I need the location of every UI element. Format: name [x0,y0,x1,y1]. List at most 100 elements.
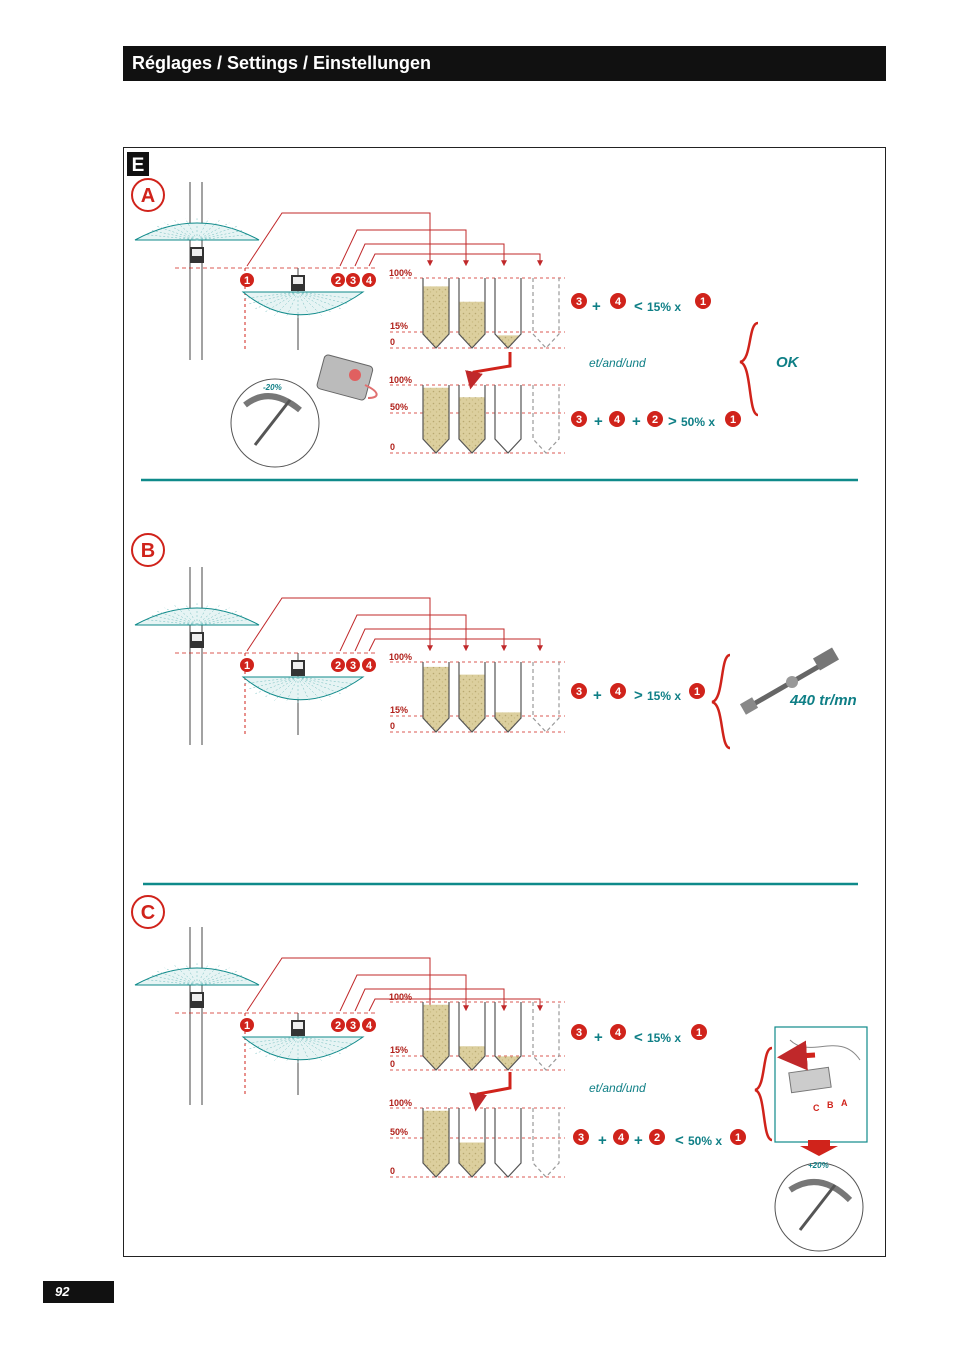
svg-text:3: 3 [350,1020,356,1032]
hopper-fill [423,1110,449,1177]
section-c-brace [754,1046,773,1142]
svg-text:>: > [668,413,677,430]
hopper [422,278,450,349]
badge-4 [362,658,376,672]
svg-text:15% x: 15% x [647,689,681,703]
level-0: 0 [390,1166,395,1176]
level-mid: 15% [390,1045,408,1055]
figure-label-badge: E [127,152,149,176]
page-number: 92 [55,1284,70,1299]
level-0: 0 [390,337,395,347]
flow-arrow [368,998,543,1012]
hopper [494,278,522,349]
svg-text:<: < [634,1029,643,1046]
header-bar: Réglages / Settings / Einstellungen [123,46,886,81]
svg-text:<: < [675,1132,684,1149]
hopper [422,1108,450,1178]
level-100: 100% [389,375,412,385]
hopper [494,662,522,733]
svg-text:>: > [634,687,643,704]
hopper-fill [459,301,485,348]
level-0: 0 [390,1059,395,1069]
svg-text:B: B [827,1100,834,1110]
section-a-result: OK [776,354,800,371]
section-c-label: C [141,902,155,924]
svg-text:3: 3 [576,296,582,308]
level-100: 100% [389,268,412,278]
section-b-badge [131,533,165,567]
badge-3 [346,1018,360,1032]
hopper [422,385,450,454]
hopper [532,385,560,454]
flow-arrow [246,212,433,267]
transfer-arrow [469,1072,512,1112]
svg-text:15% x: 15% x [647,300,681,314]
svg-text:A: A [841,1098,848,1108]
svg-text:4: 4 [366,1020,373,1032]
hopper-fill [459,397,485,453]
hopper-fill [423,666,449,732]
svg-text:2: 2 [335,1020,341,1032]
hopper-fill [459,1142,485,1177]
badge-2 [331,1018,345,1032]
hopper-fill [495,712,521,732]
svg-text:4: 4 [614,414,621,426]
hopper-fill [423,286,449,348]
section-b-brace [711,653,731,750]
level-mid: 50% [390,402,408,412]
svg-text:4: 4 [615,296,622,308]
hopper [422,662,450,733]
hopper [458,662,486,733]
svg-text:+20%: +20% [808,1161,829,1170]
hopper [532,1002,560,1071]
svg-text:+: + [632,413,641,430]
svg-text:+: + [592,298,601,315]
badge-1 [240,273,254,287]
section-c: C [131,895,165,929]
badge-4 [362,273,376,287]
level-100: 100% [389,1098,412,1108]
spread-fan [241,676,365,701]
svg-text:3: 3 [578,1132,584,1144]
section-a-connector-note: et/and/und [589,356,646,370]
level-mid: 50% [390,1127,408,1137]
level-100: 100% [389,652,412,662]
spread-fan [241,291,365,316]
hopper-fill [459,674,485,732]
hopper [458,278,486,349]
hopper-fill [423,387,449,453]
section-a-dial: -20% [230,378,320,468]
pto-shaft-image [739,647,840,715]
section-a-equation-2: 3 + 4 + 2 > 50% x 1 [571,411,741,430]
section-b: B [131,533,165,567]
level-0: 0 [390,721,395,731]
section-a-label: A [141,185,155,207]
svg-text:1: 1 [244,660,250,672]
flow-arrow [339,974,469,1012]
svg-text:1: 1 [730,414,736,426]
flow-arrow [246,597,433,652]
level-100: 100% [389,992,412,1002]
hopper [458,1108,486,1178]
svg-text:3: 3 [576,686,582,698]
badge-2 [331,273,345,287]
lever-photo: C B A [774,1026,868,1156]
svg-text:C: C [813,1103,820,1113]
section-a-equation-1: 3 + 4 < 15% x 1 [571,293,711,315]
hopper-fill [459,1046,485,1070]
hopper [532,1108,560,1178]
transfer-arrow [465,352,512,390]
figure-frame [123,147,886,1257]
section-a-brace [739,321,759,417]
svg-text:2: 2 [335,275,341,287]
flow-arrow [246,957,433,1012]
section-b-equation-1: 3 + 4 > 15% x 1 [571,683,705,704]
page-number-box: 92 [43,1281,114,1303]
section-a-badge [131,178,165,212]
svg-text:4: 4 [618,1132,625,1144]
flow-arrow [368,253,543,267]
figure-label: E [132,155,145,176]
